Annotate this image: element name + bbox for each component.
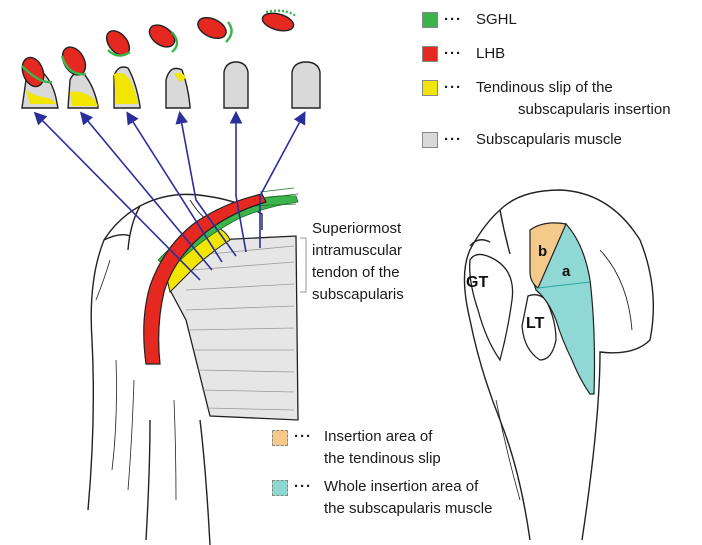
cross-section-2	[60, 46, 99, 109]
cross-section-5	[197, 16, 249, 109]
legend-label-muscle: Subscapularis muscle	[476, 131, 622, 148]
legend-label-area-b-line1: Insertion area of	[324, 428, 433, 445]
gt-label: GT	[466, 274, 488, 291]
legend-label-area-a-line2: the subscapularis muscle	[324, 500, 493, 517]
legend-label-lhb: LHB	[476, 45, 506, 62]
cross-section-4	[148, 24, 191, 109]
annotation-line4: subscapularis	[312, 286, 404, 303]
lt-label: LT	[526, 315, 545, 332]
legend-dots: ···	[294, 428, 312, 445]
legend-swatch-sghl	[422, 12, 438, 28]
lesser-tuberosity	[521, 294, 557, 361]
legend-dots: ···	[444, 45, 462, 62]
greater-tuberosity	[469, 253, 514, 362]
legend-dots: ···	[294, 478, 312, 495]
right-humerus	[463, 189, 655, 541]
annotation-line2: intramuscular	[312, 242, 403, 259]
annotation-line1: Superiormost	[312, 220, 402, 237]
legend-swatch-slip	[422, 80, 438, 96]
legend-label-sghl: SGHL	[476, 11, 517, 28]
legend-swatch-area-b	[272, 430, 288, 446]
legend-swatch-muscle	[422, 132, 438, 148]
legend-dots: ···	[444, 131, 462, 148]
legend-swatch-lhb	[422, 46, 438, 62]
legend-swatch-area-a	[272, 480, 288, 496]
area-a-label: a	[562, 263, 571, 280]
annotation-bracket	[300, 237, 307, 293]
legend-label-slip-line1: Tendinous slip of the	[476, 79, 613, 96]
legend-dots: ···	[444, 79, 462, 96]
lhb-tendon	[143, 193, 267, 365]
cross-section-sequence	[21, 9, 321, 109]
cross-section-6	[261, 9, 321, 109]
annotation-line3: tendon of the	[312, 264, 400, 281]
legend-dots: ···	[444, 11, 462, 28]
legend-label-area-a-line1: Whole insertion area of	[324, 478, 479, 495]
area-b-label: b	[538, 243, 547, 260]
arrows	[33, 110, 306, 281]
legend-label-slip-line2: subscapularis insertion	[518, 101, 671, 118]
cross-section-3	[105, 30, 141, 109]
legend-label-area-b-line2: the tendinous slip	[324, 450, 441, 467]
cross-section-1	[21, 56, 59, 109]
